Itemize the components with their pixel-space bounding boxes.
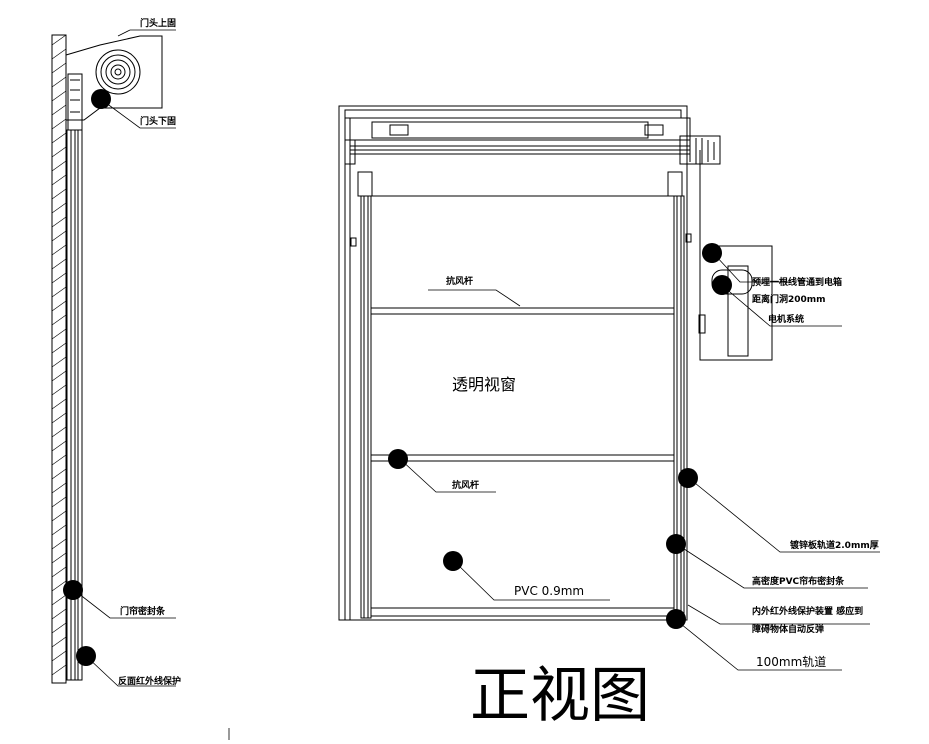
label-motor: 电机系统 [768,313,804,325]
label-seal-strip: 高密度PVC帘布密封条 [752,575,845,587]
label-curtain-seal: 门帘密封条 [120,605,166,617]
front-view [338,105,880,671]
front-view-markers [388,243,732,629]
label-wind-bar-upper: 抗风杆 [446,275,473,287]
marker-dot [712,275,732,295]
marker-dot [91,89,111,109]
marker-dot [76,646,96,666]
marker-dot [666,534,686,554]
label-pvc: PVC 0.9mm [514,584,584,598]
marker-dot [388,449,408,469]
wall-hatch [51,34,67,676]
label-head-bottom: 门头下固 [140,115,176,127]
wall [51,34,67,684]
side-view-labels: 门头上固 门头下固 门帘密封条 反面红外线保护 [118,17,181,687]
marker-dot [443,551,463,571]
marker-dot [666,609,686,629]
marker-dot [678,468,698,488]
head-box [65,35,163,121]
marker-dot [63,580,83,600]
marker-dot [702,243,722,263]
label-ir-protection: 反面红外线保护 [118,675,181,687]
label-wind-bar-lower: 抗风杆 [452,479,479,491]
label-head-top: 门头上固 [140,17,176,29]
door-roll [95,49,141,95]
label-ir-1: 内外红外线保护装置 感应到 [752,605,863,617]
label-conduit-1: 预埋一根线管通到电箱 [752,276,842,288]
label-window: 透明视窗 [452,375,516,394]
side-view-markers [63,89,111,666]
label-ir-2: 障碍物体自动反弹 [752,623,824,635]
label-track: 100mm轨道 [756,655,826,669]
outer-frame [338,105,688,621]
label-conduit-2: 距离门洞200mm [752,293,826,305]
label-track-plate: 镀锌板轨道2.0mm厚 [790,539,879,551]
drawing-title: 正视图 [470,661,650,731]
front-view-labels: 抗风杆 透明视窗 抗风杆 PVC 0.9mm 预埋一根线管通到电箱 距离门洞20… [446,275,879,731]
wind-bar-upper [370,307,675,315]
switch-icon [698,314,706,334]
control-box [727,265,749,357]
wind-bar-lower [370,454,675,462]
